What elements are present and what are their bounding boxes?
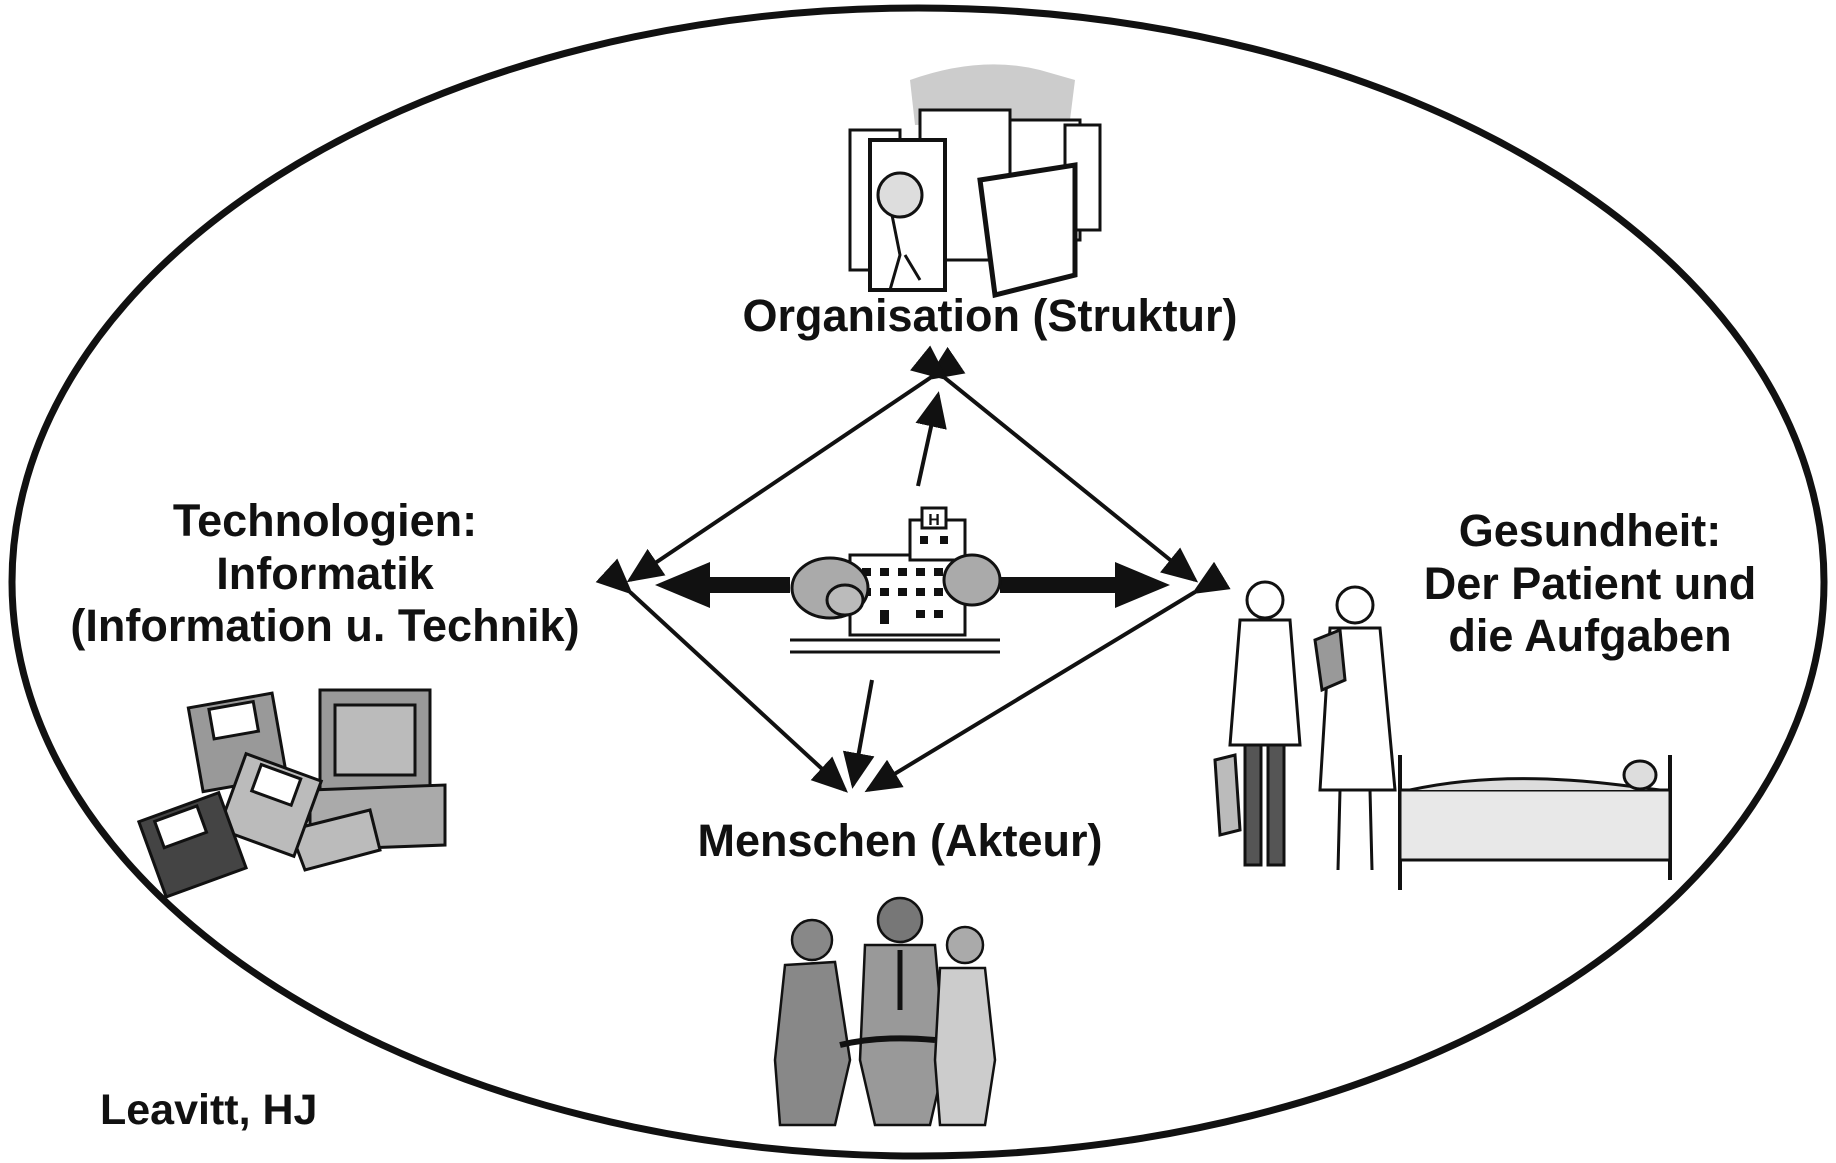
credit-label: Leavitt, HJ bbox=[100, 1086, 318, 1134]
arrow-center-people bbox=[842, 679, 875, 789]
thick-arrowhead-left bbox=[655, 562, 710, 608]
node-technology-label: Technologien: Informatik (Information u.… bbox=[40, 495, 610, 653]
office-maze-icon bbox=[848, 64, 1102, 299]
node-health-label: Gesundheit: Der Patient und die Aufgaben bbox=[1390, 505, 1790, 663]
svg-text:H: H bbox=[928, 512, 940, 529]
node-people-line: Menschen (Akteur) bbox=[697, 815, 1103, 866]
node-technology-line: Informatik bbox=[216, 547, 434, 599]
node-organisation-line: Organisation (Struktur) bbox=[742, 290, 1238, 341]
node-health-line: die Aufgaben bbox=[1448, 610, 1732, 662]
arrow-center-org bbox=[915, 391, 947, 487]
thick-arrowhead-right bbox=[1115, 562, 1170, 608]
node-people-label: Menschen (Akteur) bbox=[650, 815, 1150, 868]
node-organisation-label: Organisation (Struktur) bbox=[630, 290, 1350, 343]
doctor-nurse-patient-icon bbox=[1213, 580, 1672, 890]
hospital-building-icon: H bbox=[790, 506, 1002, 654]
outer-ellipse bbox=[8, 4, 1828, 1160]
node-health-line: Der Patient und bbox=[1423, 557, 1757, 609]
node-health-line: Gesundheit: bbox=[1458, 505, 1722, 556]
arrow-org-health bbox=[910, 345, 1199, 583]
arrow-org-tech bbox=[626, 346, 966, 583]
arrow-tech-people bbox=[595, 558, 848, 793]
arrow-health-people bbox=[864, 561, 1231, 793]
thick-arrows bbox=[655, 562, 1170, 608]
relation-arrows bbox=[595, 345, 1231, 793]
computer-disks-icon bbox=[136, 688, 447, 899]
handshake-people-icon bbox=[773, 896, 997, 1127]
node-technology-line: (Information u. Technik) bbox=[70, 600, 580, 652]
node-technology-line: Technologien: bbox=[172, 495, 478, 546]
